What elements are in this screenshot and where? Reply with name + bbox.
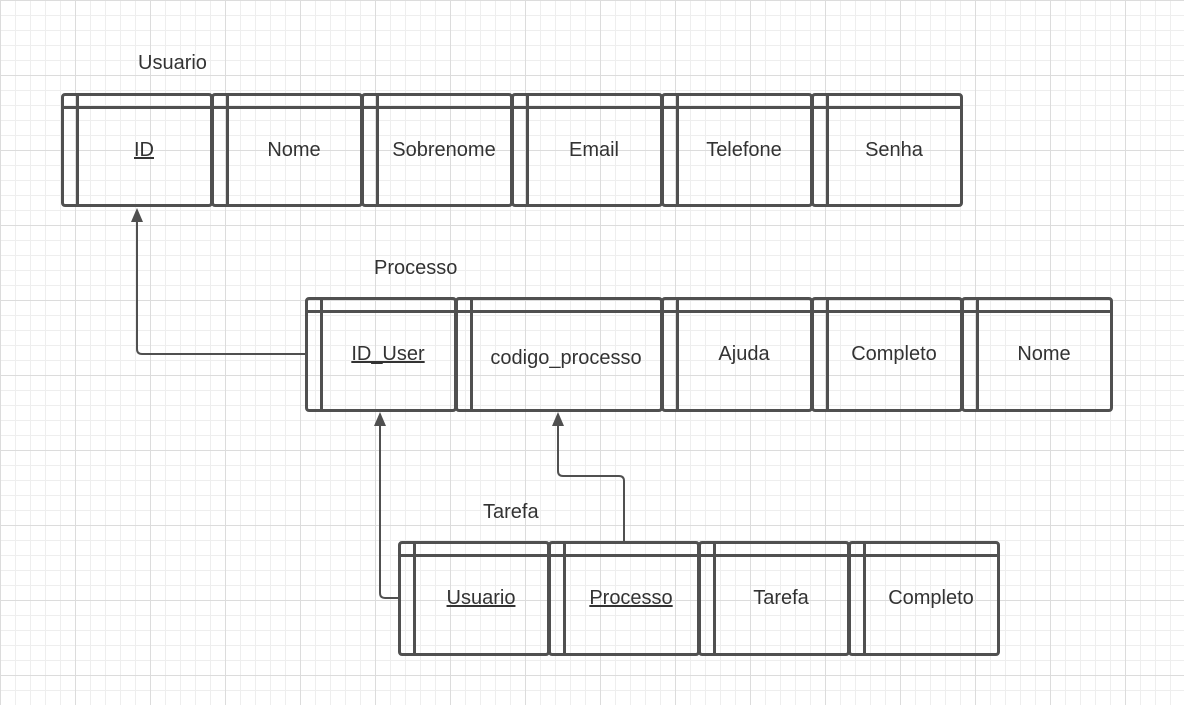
field-label: Nome [1017, 343, 1071, 365]
field-label: Senha [865, 138, 923, 161]
entity-title-usuario: Usuario [138, 52, 207, 74]
field-tarefa-processo[interactable]: Processo [548, 541, 700, 656]
field-processo-completo[interactable]: Completo [811, 297, 963, 412]
field-usuario-email[interactable]: Email [511, 93, 663, 207]
field-tarefa-completo[interactable]: Completo [848, 541, 1000, 656]
field-label: Telefone [706, 138, 782, 161]
field-processo-id-user[interactable]: ID_User [305, 297, 457, 412]
field-label: Processo [589, 587, 673, 609]
field-processo-nome[interactable]: Nome [961, 297, 1113, 412]
field-label: codigo_processo [490, 347, 642, 369]
field-usuario-senha[interactable]: Senha [811, 93, 963, 207]
field-label: ID_User [351, 343, 425, 365]
field-label: Sobrenome [392, 138, 496, 161]
connector-processo-id-user-to-usuario-id [136, 222, 305, 355]
arrowhead-usuario-id [131, 208, 143, 222]
field-processo-ajuda[interactable]: Ajuda [661, 297, 813, 412]
field-label: Email [568, 138, 619, 161]
field-label: Nome [267, 138, 321, 161]
field-label: Usuario [446, 587, 516, 609]
arrowhead-processo-codigo [552, 412, 564, 426]
connector-tarefa-processo-to-processo-codigo [557, 426, 625, 541]
entity-title-tarefa: Tarefa [483, 501, 539, 523]
field-usuario-id[interactable]: ID [61, 93, 213, 207]
field-label: Ajuda [718, 343, 770, 365]
field-usuario-nome[interactable]: Nome [211, 93, 363, 207]
entity-title-processo: Processo [374, 257, 458, 279]
connector-tarefa-usuario-to-processo-id-user [379, 426, 398, 599]
field-tarefa-usuario[interactable]: Usuario [398, 541, 550, 656]
field-processo-codigo-processo[interactable]: codigo_processo [455, 297, 663, 412]
field-label: Completo [851, 343, 937, 365]
field-tarefa-tarefa[interactable]: Tarefa [698, 541, 850, 656]
field-label: ID [134, 138, 154, 161]
field-label: Completo [888, 587, 974, 609]
field-label: Tarefa [753, 587, 809, 609]
field-usuario-sobrenome[interactable]: Sobrenome [361, 93, 513, 207]
field-usuario-telefone[interactable]: Telefone [661, 93, 813, 207]
arrowhead-processo-id-user [374, 412, 386, 426]
